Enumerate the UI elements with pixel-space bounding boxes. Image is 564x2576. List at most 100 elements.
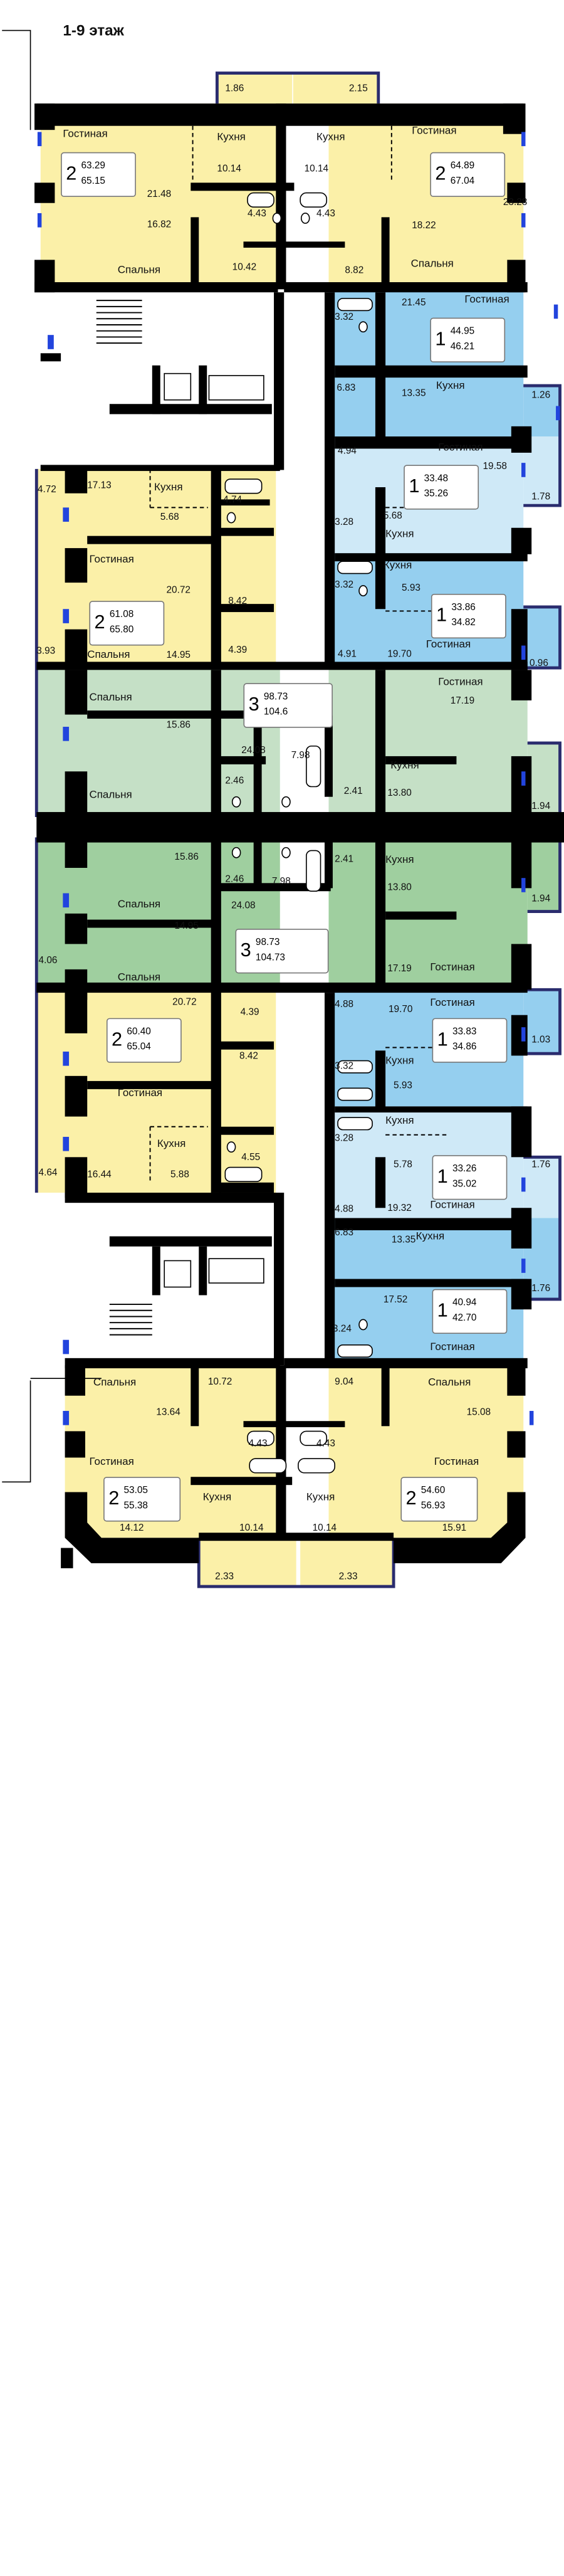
room-area-value: 3.28: [335, 516, 354, 528]
room-area-value: 19.70: [388, 1003, 413, 1015]
living-area: 33.86: [451, 601, 476, 613]
room-area-value: 1.78: [531, 491, 551, 503]
living-area: 33.83: [452, 1026, 477, 1038]
room-area-value: 17.52: [383, 1294, 408, 1306]
room-area-value: 20.72: [172, 996, 197, 1008]
room-area-value: 4.43: [316, 1438, 335, 1450]
room-count: 3: [240, 939, 251, 961]
room-label: Кухня: [316, 130, 345, 144]
room-area-value: 19.58: [483, 460, 508, 472]
room-area-value: 5.68: [160, 511, 179, 523]
room-label: Кухня: [415, 1230, 445, 1243]
room-label: Гостиная: [63, 127, 108, 140]
room-area-value: 4.43: [247, 208, 266, 219]
windows: [37, 132, 560, 1425]
total-area: 56.93: [420, 1500, 446, 1512]
room-area-value: 4.88: [335, 998, 354, 1010]
room-label: Гостиная: [430, 1341, 475, 1353]
room-label: Спальня: [117, 898, 161, 911]
room-area-value: 1.86: [225, 83, 244, 95]
room-area-value: 6.83: [335, 1227, 354, 1238]
living-area: 60.40: [127, 1026, 151, 1038]
room-count: 2: [405, 1488, 417, 1510]
room-label: Кухня: [383, 559, 412, 572]
room-count: 1: [409, 476, 420, 498]
floor-title: 1-9 этаж: [63, 22, 124, 40]
room-area-value: 4.43: [248, 1438, 268, 1450]
room-area-value: 21.48: [147, 189, 172, 200]
room-area-value: 4.39: [240, 1006, 259, 1018]
room-label: Гостиная: [89, 553, 134, 566]
total-area: 55.38: [123, 1500, 148, 1512]
room-area-value: 3.24: [332, 1323, 352, 1335]
total-area: 104.6: [263, 706, 288, 718]
leader-lines: [2, 29, 102, 1483]
room-label: Спальня: [117, 263, 161, 277]
total-area: 67.04: [450, 176, 475, 187]
room-area-value: 18.22: [412, 220, 436, 232]
room-area-value: 3.32: [335, 1060, 354, 1072]
room-area-value: 13.35: [402, 388, 426, 399]
living-area: 64.89: [450, 160, 475, 172]
room-label: Спальня: [87, 648, 130, 661]
room-label: Гостиная: [430, 996, 475, 1009]
room-label: Спальня: [410, 258, 454, 270]
room-area-value: 3.32: [335, 579, 354, 591]
room-area-value: 4.74: [223, 494, 243, 506]
room-count: 1: [436, 604, 447, 626]
room-area-value: 4.55: [241, 1152, 261, 1164]
living-area: 63.29: [81, 160, 105, 172]
room-area-value: 5.93: [394, 1080, 413, 1092]
room-area-value: 13.35: [391, 1234, 416, 1246]
room-area-value: 10.14: [217, 163, 241, 175]
total-area: 65.80: [109, 624, 134, 636]
room-area-value: 14.95: [174, 921, 199, 932]
living-area: 40.94: [452, 1297, 477, 1309]
room-label: Кухня: [202, 1491, 232, 1504]
room-area-value: 4.91: [338, 648, 357, 660]
room-area-value: 5.93: [402, 583, 420, 594]
room-area-value: 2.46: [225, 775, 244, 787]
room-count: 2: [112, 1029, 123, 1051]
room-label: Кухня: [390, 759, 419, 772]
room-count: 1: [435, 329, 446, 351]
room-area-value: 4.43: [316, 208, 335, 219]
living-area: 98.73: [255, 937, 280, 948]
room-label: Гостиная: [438, 676, 483, 689]
room-area-value: 20.72: [166, 584, 191, 596]
room-area-value: 13.80: [387, 882, 412, 894]
living-area: 33.48: [424, 473, 449, 485]
room-area-value: 5.68: [383, 510, 402, 522]
room-label: Спальня: [117, 971, 161, 984]
room-label: Гостиная: [412, 125, 457, 137]
room-area-value: 0.96: [529, 657, 548, 669]
room-area-value: 8.42: [228, 596, 248, 607]
room-area-value: 4.06: [38, 955, 58, 967]
room-area-value: 2.33: [338, 1571, 358, 1583]
room-area-value: 1.03: [531, 1034, 551, 1046]
floor-plan: [2, 29, 564, 1588]
living-area: 98.73: [263, 691, 288, 703]
room-area-value: 3.28: [335, 1132, 354, 1144]
room-area-value: 1.94: [531, 801, 551, 812]
room-area-value: 15.86: [174, 852, 199, 863]
walls: [34, 103, 564, 1568]
room-label: Гостиная: [426, 638, 471, 651]
total-area: 65.15: [81, 176, 105, 187]
room-area-value: 17.19: [387, 963, 412, 974]
living-area: 53.05: [123, 1485, 148, 1496]
room-count: 1: [437, 1300, 448, 1322]
room-area-value: 2.46: [225, 874, 244, 885]
total-area: 46.21: [450, 340, 475, 352]
room-area-value: 2.41: [343, 785, 363, 797]
room-area-value: 4.88: [335, 1203, 354, 1215]
room-label: Гостиная: [430, 961, 475, 974]
room-area-value: 15.08: [466, 1407, 491, 1418]
